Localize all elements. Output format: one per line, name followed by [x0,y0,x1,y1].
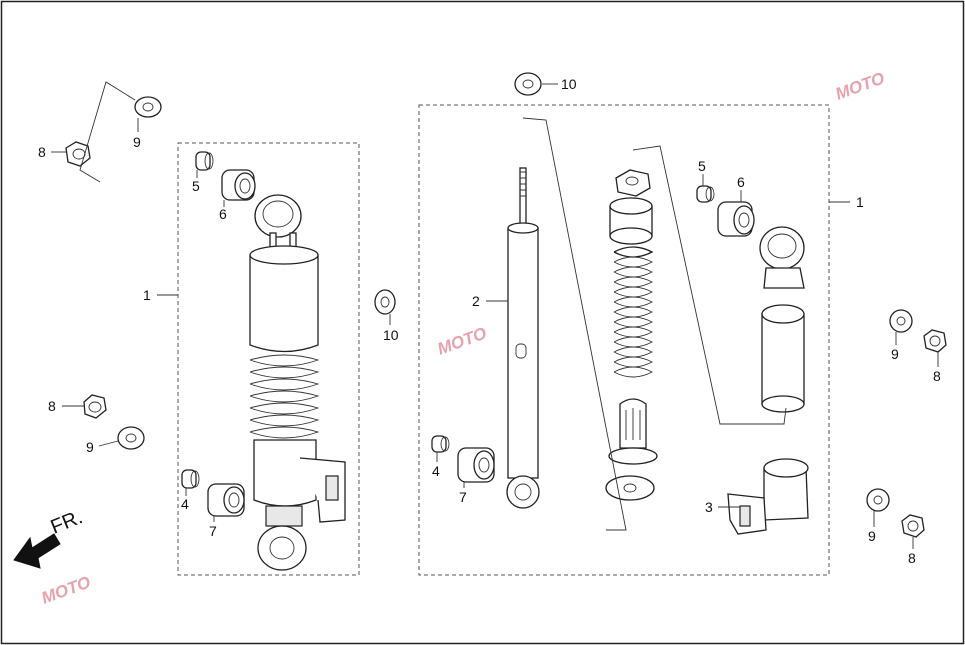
right-bushing-7 [457,447,495,483]
nut-8-left [83,394,107,419]
callout-1-left: 1 [143,287,151,303]
washer-9-left [117,426,145,450]
left-collar-5 [195,151,214,171]
callout-1-right: 1 [856,194,864,210]
outer-cover [761,304,805,413]
callout-10-mid: 10 [383,327,399,343]
right-bushing-6 [717,201,755,237]
left-bushing-7 [207,483,245,517]
left-shock-absorber [249,194,346,571]
bottom-washer [605,475,655,501]
spring [613,246,654,378]
callout-7-left: 7 [209,523,217,539]
washer-10-mid [374,289,396,315]
right-assembly-box [418,104,830,576]
upper-mount [759,226,805,289]
washer-10-top [514,72,542,96]
callout-8-topleft: 8 [38,144,46,160]
callout-7-right: 7 [459,489,467,505]
right-collar-5 [696,185,715,203]
callout-3: 3 [705,499,713,515]
callout-5-right: 5 [698,158,706,174]
callout-6-right: 6 [737,174,745,190]
callout-8-left: 8 [48,398,56,414]
lower-mount-3 [727,458,809,535]
nut-8-bottomright [901,514,925,538]
front-arrow-icon [13,533,61,569]
callout-8-right: 8 [933,368,941,384]
bump-stop [608,398,658,465]
leader-spring [632,145,787,425]
upper-rubber [609,197,653,245]
leader-topleft [79,81,136,183]
watermark-bottom-left: MOTO [39,573,93,608]
lock-nut [615,169,651,197]
callout-6-left: 6 [219,206,227,222]
nut-8-right [923,329,947,353]
callout-9-right: 9 [891,346,899,362]
washer-9-topleft [134,96,162,118]
callout-4-left: 4 [181,496,189,512]
callout-8-bottomright: 8 [908,550,916,566]
callout-4-right: 4 [432,463,440,479]
watermark-top-right: MOTO [833,69,887,104]
left-bushing-6 [221,169,256,201]
callout-9-topleft: 9 [133,134,141,150]
callout-10-top: 10 [561,76,577,92]
callout-leaders [51,83,939,549]
right-collar-4 [431,435,450,453]
callout-5-left: 5 [192,178,200,194]
callout-9-bottomright: 9 [868,528,876,544]
front-label: FR. [48,506,86,538]
leader-damper [522,117,627,531]
left-assembly-box [177,142,360,576]
damper-2 [506,167,540,509]
washer-9-bottomright [866,488,890,512]
nut-8-topleft [65,141,91,167]
watermark-center: MOTO [435,324,489,359]
callout-2: 2 [472,293,480,309]
callout-9-left: 9 [86,439,94,455]
washer-9-right [889,309,913,333]
left-collar-4 [181,469,200,489]
